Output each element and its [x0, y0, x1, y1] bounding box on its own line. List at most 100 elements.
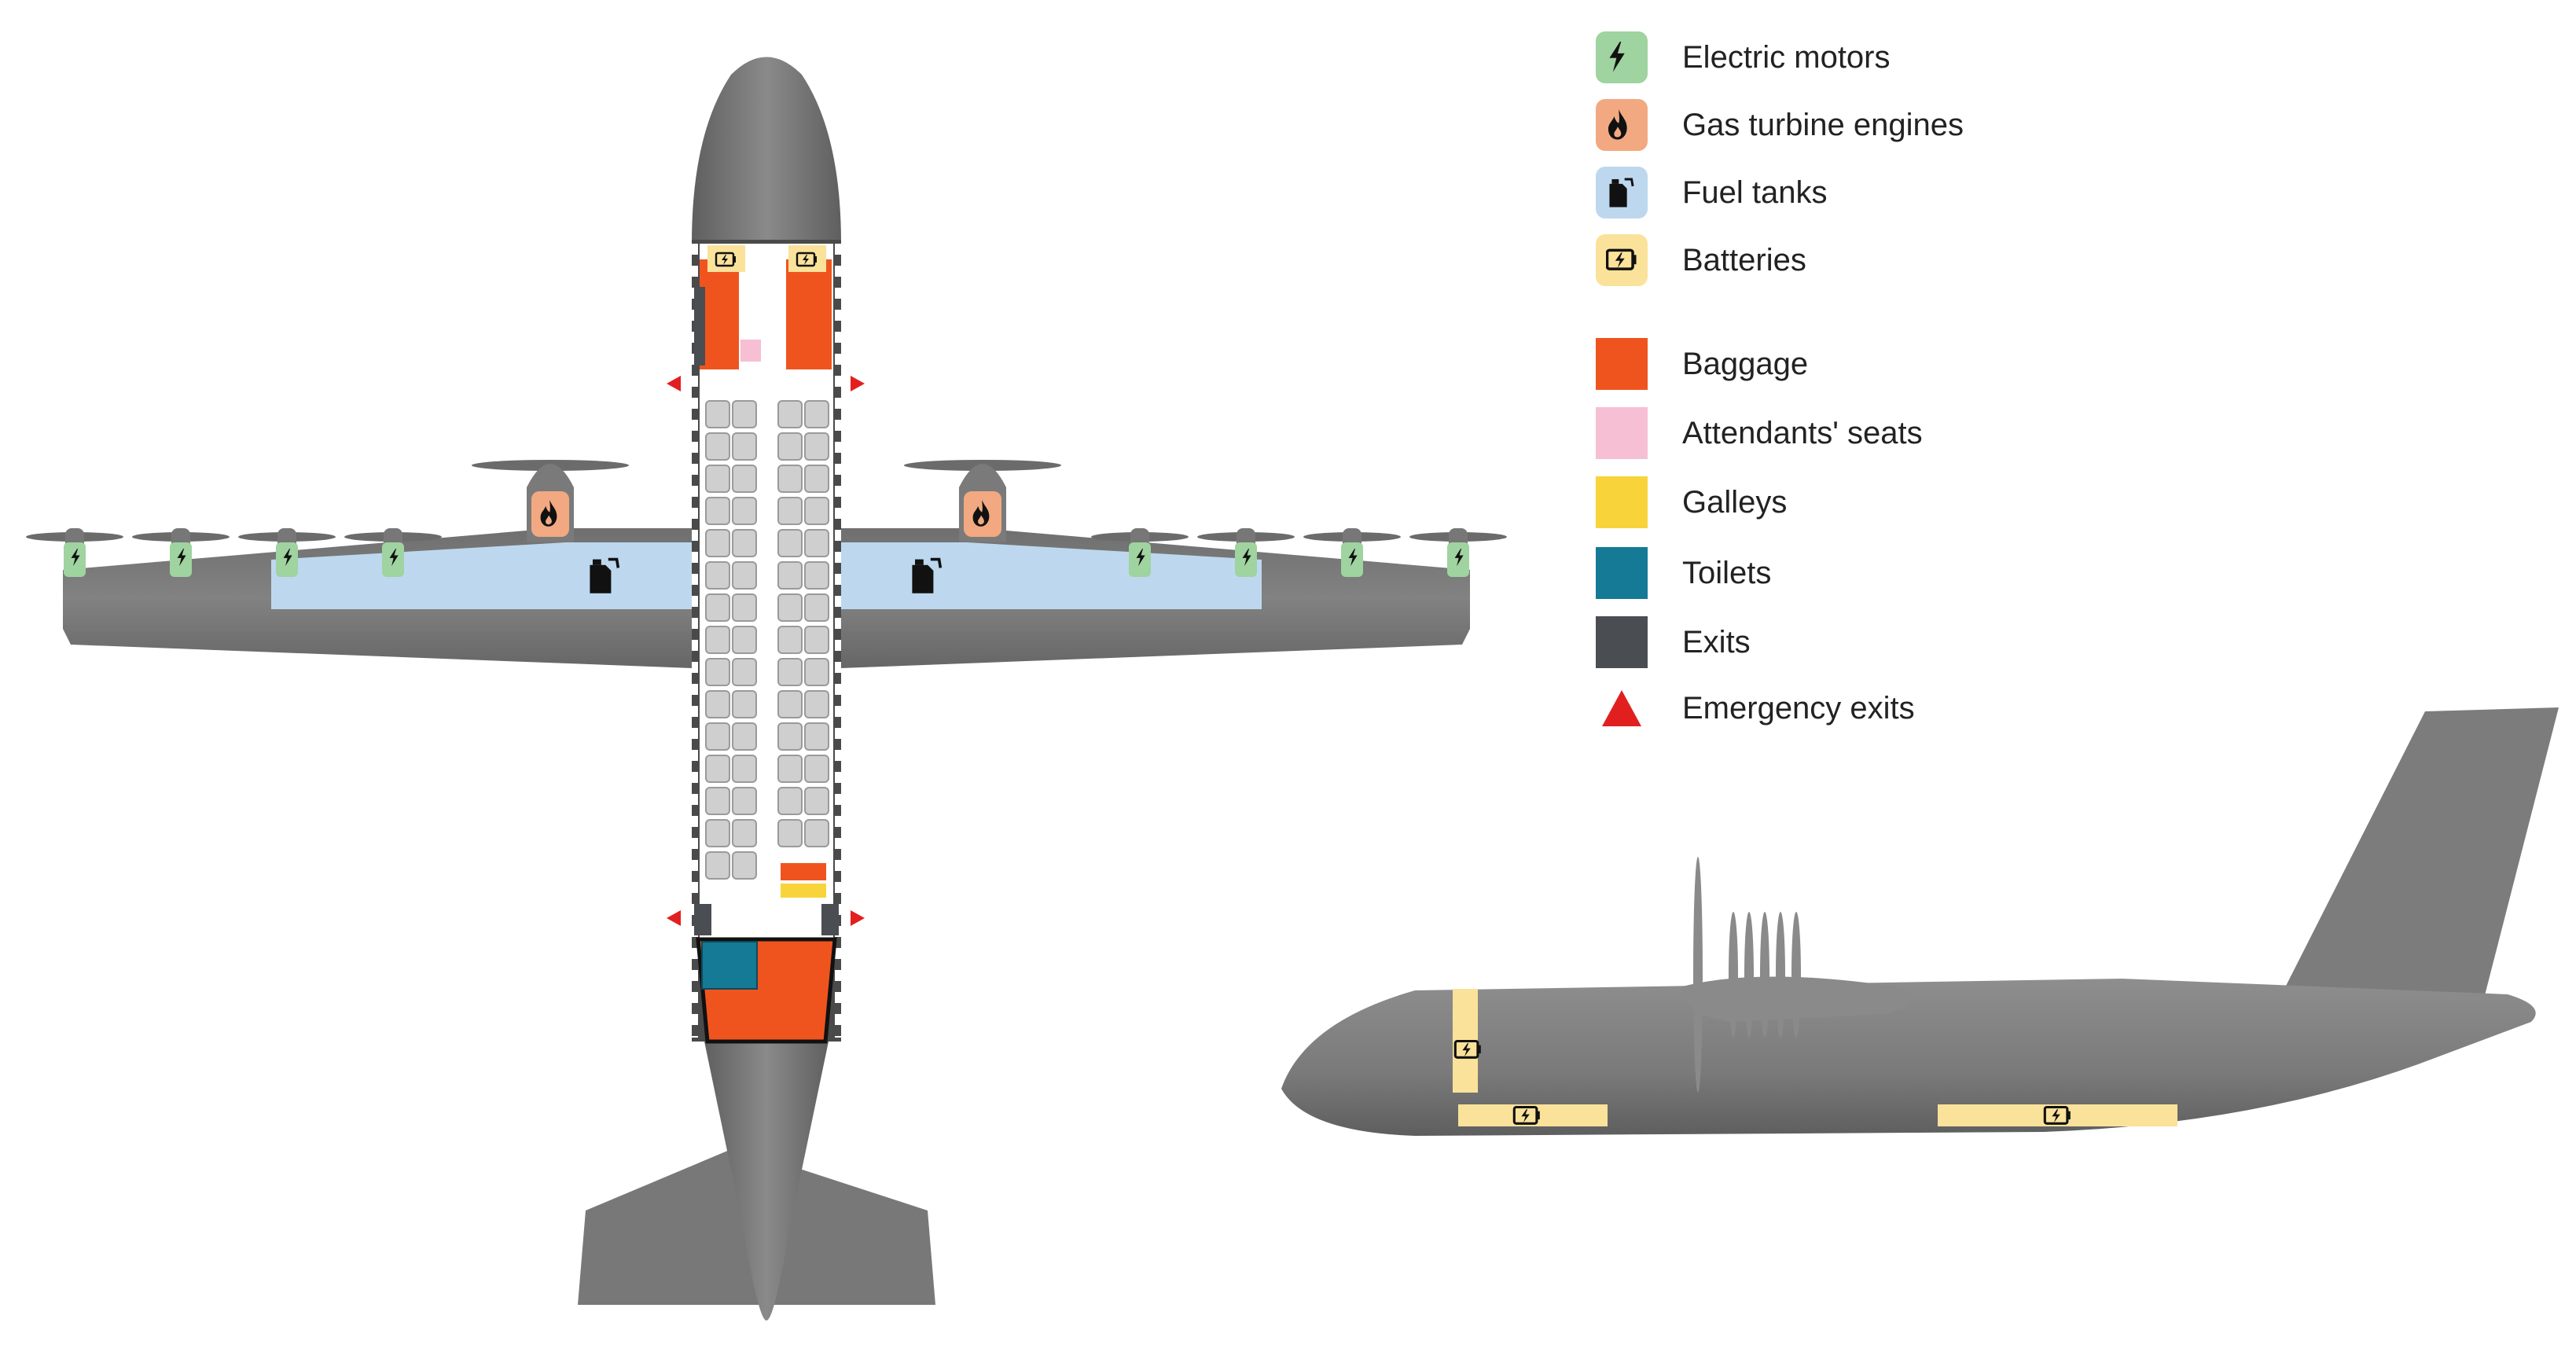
passenger-seat [777, 529, 803, 557]
passenger-seat [705, 626, 730, 654]
lightning-icon [283, 549, 292, 567]
passenger-seat [804, 593, 829, 622]
passenger-seat [804, 529, 829, 557]
front-baggage-left [700, 259, 739, 369]
legend-label: Toilets [1682, 555, 1772, 590]
emergency-exit-rear-left [667, 910, 681, 926]
passenger-seat [777, 819, 803, 847]
side-propeller-blade [1693, 857, 1703, 1093]
passenger-seat [777, 626, 803, 654]
passenger-seat [804, 690, 829, 718]
passenger-seat [777, 465, 803, 493]
legend-label: Fuel tanks [1682, 175, 1828, 210]
electric-motor [1129, 542, 1151, 577]
rear-fuselage [704, 1038, 829, 1321]
flame-icon [972, 500, 990, 527]
legend-label: Exits [1682, 624, 1751, 659]
lightning-icon [1348, 549, 1358, 567]
legend-swatch-attendants [1596, 407, 1648, 459]
lightning-icon [1609, 42, 1625, 72]
side-propeller-blade [1760, 912, 1769, 1038]
front-attendant-seat [740, 340, 761, 362]
passenger-seat [777, 658, 803, 686]
passenger-seat [705, 497, 730, 525]
passenger-seat [804, 561, 829, 590]
passenger-seat [705, 658, 730, 686]
legend-label: Gas turbine engines [1682, 107, 1964, 142]
vertical-tail [2284, 707, 2559, 998]
lightning-icon [389, 549, 399, 567]
fuselage-side [1281, 979, 2536, 1136]
legend-item-electric: Electric motors [1596, 30, 1891, 85]
legend-item-toilets: Toilets [1596, 546, 1771, 601]
electric-motor [276, 542, 298, 577]
passenger-seat [732, 497, 757, 525]
side-propeller-blade [1791, 912, 1801, 1038]
lightning-icon [177, 549, 186, 567]
flame-icon [1608, 109, 1627, 140]
battery-icon [796, 252, 817, 267]
passenger-seat [804, 465, 829, 493]
lightning-icon [1454, 549, 1464, 567]
electric-motor [64, 542, 86, 577]
passenger-seat [732, 400, 757, 428]
triangle-icon [1602, 690, 1641, 726]
lightning-icon [1136, 549, 1145, 567]
electric-motor [1341, 542, 1363, 577]
rear-exit-right [821, 904, 839, 935]
legend-swatch-emergency [1596, 682, 1648, 734]
rear-galley-yellow [781, 884, 826, 898]
passenger-seat [777, 497, 803, 525]
side-propeller-blade [1744, 912, 1754, 1038]
fuel-can-icon [912, 557, 943, 593]
legend-label: Galleys [1682, 484, 1788, 520]
passenger-seat [705, 819, 730, 847]
side-view-propellers [1693, 857, 1801, 1093]
passenger-seat [777, 561, 803, 590]
lightning-icon [71, 549, 80, 567]
toilet [701, 941, 758, 990]
passenger-seat [804, 626, 829, 654]
passenger-seat [705, 400, 730, 428]
passenger-seat [732, 593, 757, 622]
passenger-seat [705, 755, 730, 783]
passenger-seat [705, 851, 730, 880]
legend-label: Attendants' seats [1682, 415, 1923, 450]
battery-icon [1512, 1105, 1540, 1125]
emergency-exit-front-left [667, 376, 681, 391]
legend-item-attendants: Attendants' seats [1596, 406, 1923, 461]
fuel-tank-left [271, 542, 692, 609]
side-view [1281, 707, 2559, 1136]
passenger-seat [732, 658, 757, 686]
passenger-seat [804, 755, 829, 783]
passenger-seat [732, 755, 757, 783]
passenger-seat [732, 626, 757, 654]
legend-item-battery: Batteries [1596, 233, 1806, 288]
passenger-seat [804, 819, 829, 847]
front-baggage-right [786, 259, 832, 369]
passenger-seat [705, 690, 730, 718]
passenger-seat [705, 593, 730, 622]
battery-icon [715, 252, 736, 267]
passenger-seat [804, 497, 829, 525]
side-propeller-blade [1729, 912, 1738, 1038]
top-view [26, 57, 1507, 1321]
passenger-seat [705, 432, 730, 461]
legend-swatch-fuel [1596, 167, 1648, 219]
legend-swatch-toilets [1596, 547, 1648, 599]
legend-swatch-exits [1596, 616, 1648, 668]
passenger-seat [705, 722, 730, 751]
legend-item-gas: Gas turbine engines [1596, 97, 1964, 152]
legend-swatch-electric [1596, 31, 1648, 83]
fuel-tank-right [841, 542, 1262, 609]
side-propeller-blade [1776, 912, 1785, 1038]
legend-label: Baggage [1682, 346, 1809, 381]
lightning-icon [1242, 549, 1251, 567]
legend-swatch-battery [1596, 234, 1648, 286]
legend-swatch-galleys [1596, 476, 1648, 528]
passenger-seat [804, 432, 829, 461]
passenger-seat [705, 529, 730, 557]
passenger-seat [705, 561, 730, 590]
passenger-seat [777, 722, 803, 751]
